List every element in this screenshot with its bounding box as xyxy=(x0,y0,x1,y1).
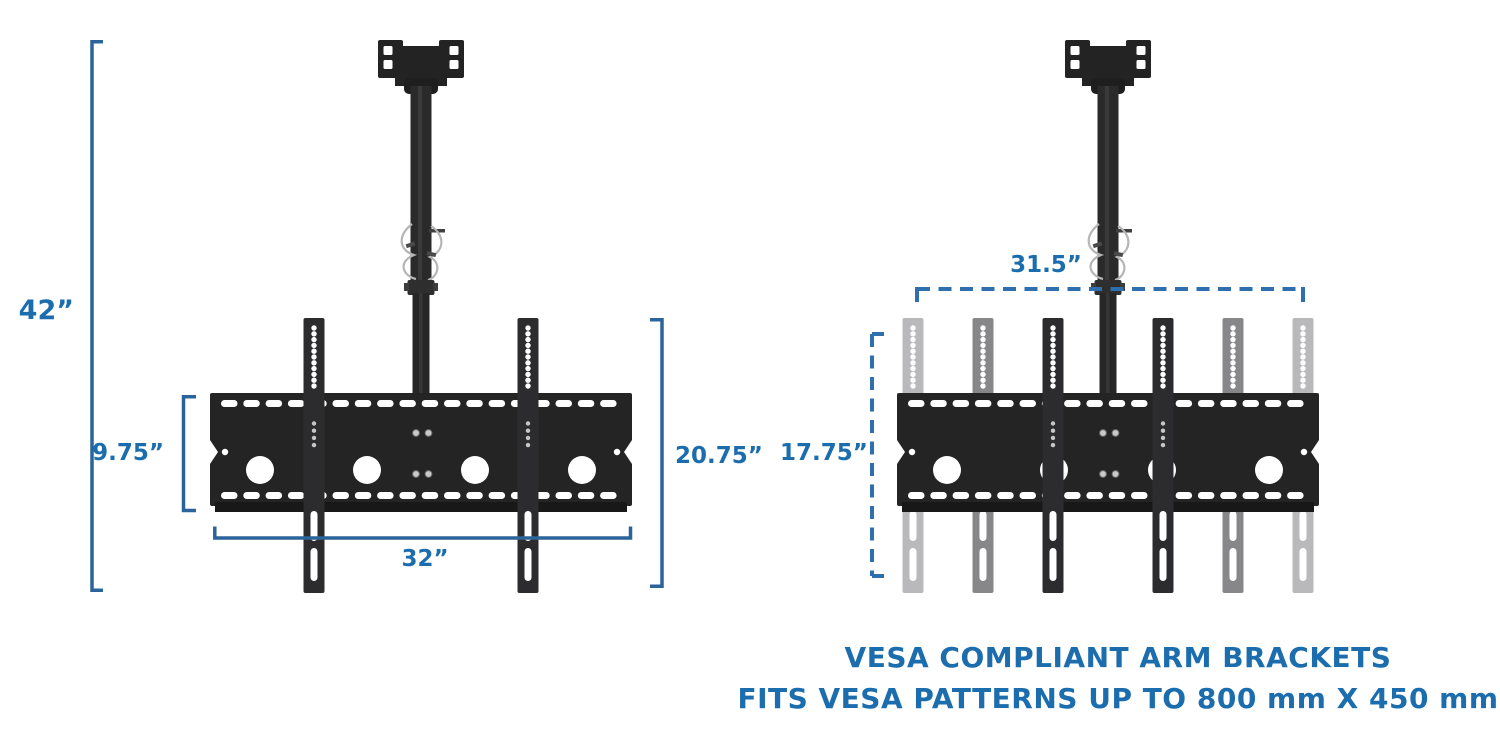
right-arm-bracket xyxy=(1152,318,1174,593)
vesa-caption-line1: VESA COMPLIANT ARM BRACKETS xyxy=(844,641,1392,674)
dim-line-9-75 xyxy=(181,395,196,513)
left-ceiling-pole xyxy=(376,38,466,398)
vesa-caption-line2: FITS VESA PATTERNS UP TO 800 mm X 450 mm xyxy=(737,682,1499,715)
vesa-caption: VESA COMPLIANT ARM BRACKETS FITS VESA PA… xyxy=(726,637,1500,719)
dimension-label-overall-height: 20.75” xyxy=(675,443,763,469)
dimension-label-bracket-height: 17.75” xyxy=(780,440,868,466)
dimension-label-plate-height: 9.75” xyxy=(92,440,164,466)
right-ceiling-pole xyxy=(1063,38,1153,398)
dimension-label-bracket-span: 31.5” xyxy=(1010,252,1082,278)
dimension-label-drop-height: 42” xyxy=(18,295,74,326)
left-arm-bracket xyxy=(517,318,539,593)
left-crossbar-plate xyxy=(209,392,633,513)
right-crossbar-plate xyxy=(896,392,1320,513)
dimension-label-plate-width: 32” xyxy=(401,546,449,572)
left-arm-bracket xyxy=(303,318,325,593)
dim-line-20-75 xyxy=(650,318,664,588)
dim-line-42 xyxy=(90,40,103,592)
right-arm-bracket xyxy=(1042,318,1064,593)
dashed-dimension-lines xyxy=(870,287,1305,578)
left-mount-illustration xyxy=(209,38,633,593)
solid-dimension-lines xyxy=(90,40,664,592)
dim-line-32 xyxy=(213,526,633,540)
right-mount-illustration xyxy=(896,38,1320,593)
